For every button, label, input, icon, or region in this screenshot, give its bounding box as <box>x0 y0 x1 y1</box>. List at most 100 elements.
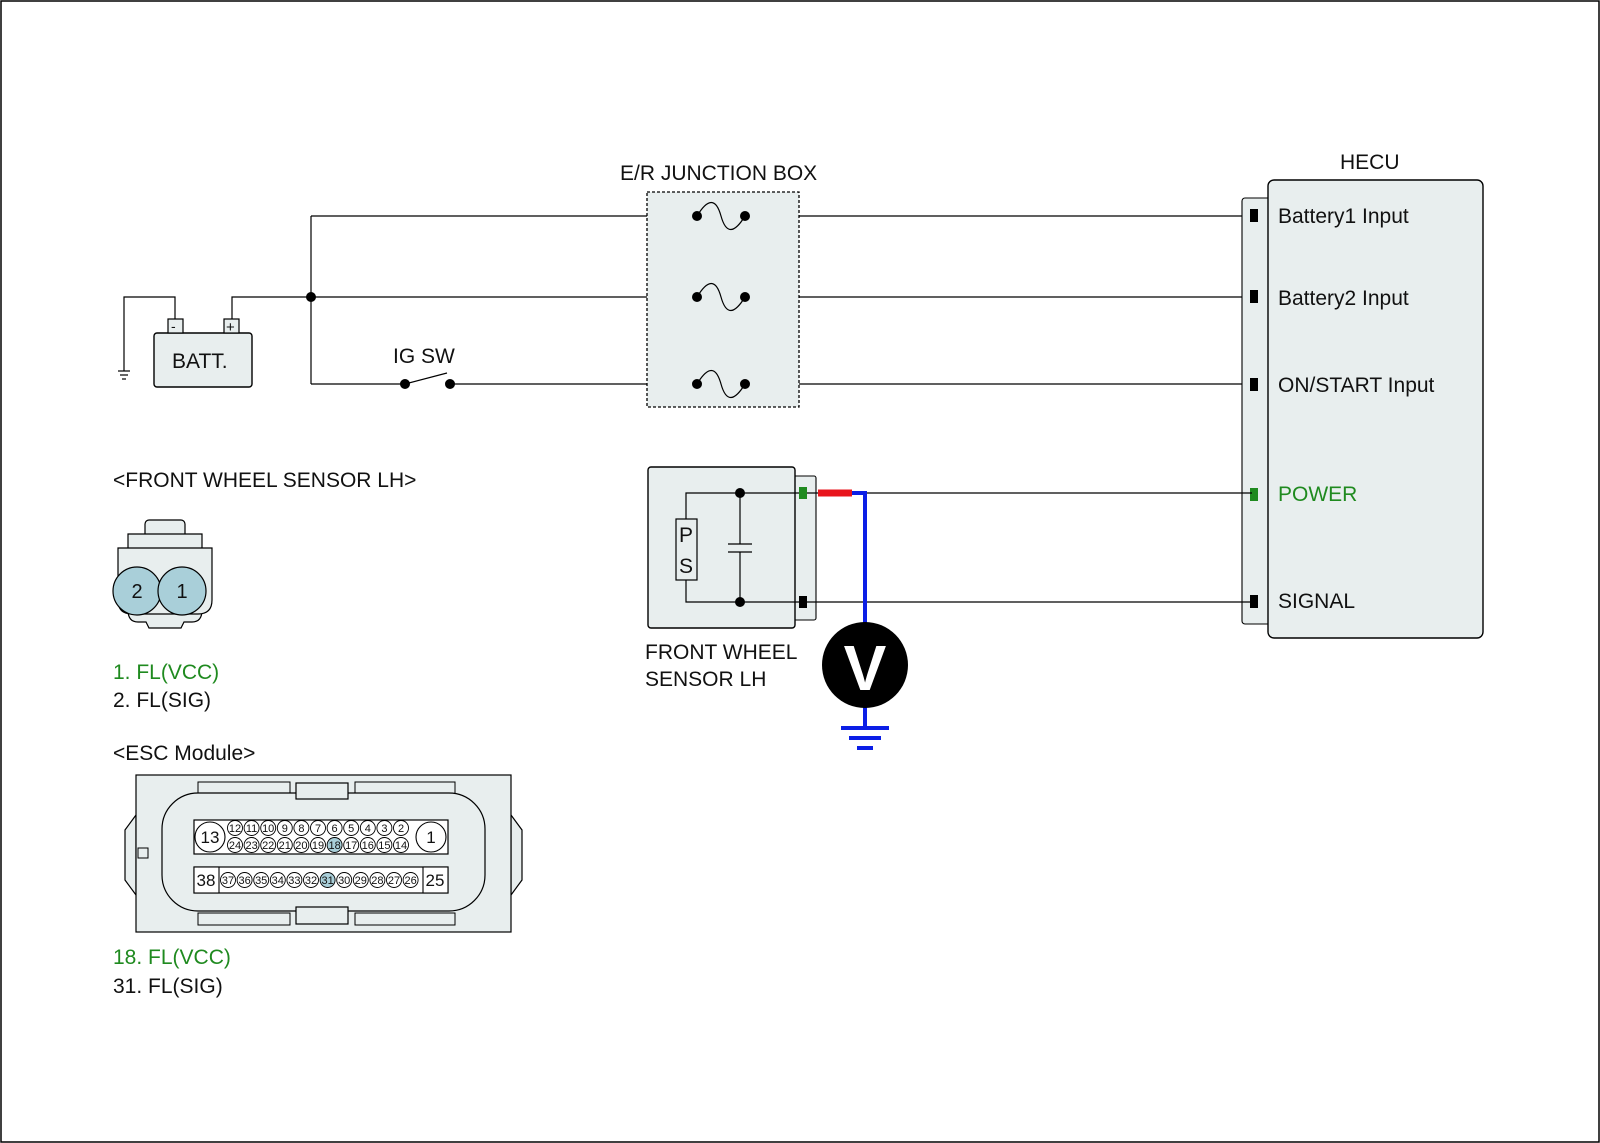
esc-pin-1-label: 1 <box>426 828 435 847</box>
hecu-pin-battery2 <box>1250 290 1258 303</box>
esc-pin-25-label: 25 <box>426 871 445 890</box>
esc-pin-6-label: 6 <box>332 823 338 835</box>
esc-right-tab <box>510 813 523 897</box>
battery-ground-wire <box>123 296 176 371</box>
hecu-pin-power <box>1250 488 1258 501</box>
esc-pin-8-label: 8 <box>298 823 304 835</box>
battery: - + BATT. <box>153 318 253 388</box>
esc-pin-30 <box>336 872 353 888</box>
esc-pin-16-label: 16 <box>362 840 374 852</box>
esc-pin-31 <box>319 872 336 888</box>
esc-pin-5 <box>343 820 360 836</box>
esc-pin-21 <box>276 837 293 853</box>
sensor-ps-element <box>675 518 698 581</box>
front-connector-pin-2-label: 2 <box>131 581 142 603</box>
sensor-label-line1: FRONT WHEEL <box>645 641 797 664</box>
battery-label: BATT. <box>172 350 228 373</box>
esc-pin-32-label: 32 <box>305 875 317 887</box>
hecu-on-start-label: ON/START Input <box>1278 374 1435 397</box>
fuse-1 <box>692 201 750 231</box>
esc-pin-36 <box>236 872 253 888</box>
junction-box-outline <box>646 191 800 408</box>
front-sensor-connector: 2 1 <box>112 519 213 629</box>
esc-legend-vcc: 18. FL(VCC) <box>113 946 231 969</box>
sensor-pin-power <box>799 487 807 499</box>
battery-negative-terminal <box>167 318 184 334</box>
fuse-3 <box>692 369 750 399</box>
esc-pin-37-label: 37 <box>222 875 234 887</box>
front-connector-pin-1-label: 1 <box>176 581 187 603</box>
esc-pin-18-label: 18 <box>328 840 340 852</box>
esc-pin-8 <box>293 820 310 836</box>
esc-pin-26-label: 26 <box>404 875 416 887</box>
esc-pin-28-label: 28 <box>371 875 383 887</box>
voltmeter: V <box>818 489 908 750</box>
hecu-signal-label: SIGNAL <box>1278 590 1355 613</box>
hecu-power-label: POWER <box>1278 483 1357 506</box>
hecu-label: HECU <box>1340 151 1400 174</box>
junction-box: E/R JUNCTION BOX <box>620 162 817 408</box>
esc-pin-33 <box>286 872 303 888</box>
battery-neg-sign: - <box>171 318 176 334</box>
esc-pin-7-label: 7 <box>315 823 321 835</box>
battery-ground-symbol <box>118 370 130 380</box>
esc-pin-17 <box>343 837 360 853</box>
voltmeter-ground-icon <box>841 726 889 750</box>
esc-legend-sig: 31. FL(SIG) <box>113 975 223 998</box>
esc-bottom-key <box>295 906 349 925</box>
hecu-pin-signal <box>1250 595 1258 608</box>
esc-pin-5-label: 5 <box>348 823 354 835</box>
sensor-pin-signal <box>799 596 807 608</box>
esc-pin-34 <box>269 872 286 888</box>
esc-pin-34-label: 34 <box>272 875 284 887</box>
esc-pin-23 <box>243 837 260 853</box>
esc-pin-30-label: 30 <box>338 875 350 887</box>
esc-pin-28 <box>369 872 386 888</box>
hecu-pin-on-start <box>1250 378 1258 391</box>
esc-pin-29 <box>352 872 369 888</box>
esc-pin-12-label: 12 <box>229 823 241 835</box>
esc-pin-22 <box>260 837 277 853</box>
esc-pin-19-label: 19 <box>312 840 324 852</box>
esc-pin-12 <box>227 820 243 836</box>
sensor-symbol-p: P <box>679 524 693 547</box>
sensor-body <box>647 466 796 629</box>
esc-pin-9-label: 9 <box>282 823 288 835</box>
ig-switch: IG SW <box>393 345 455 389</box>
fuse-2 <box>692 282 750 312</box>
esc-pin-38 <box>193 866 220 894</box>
esc-pin-3-label: 3 <box>381 823 387 835</box>
esc-pin-14-label: 14 <box>395 840 407 852</box>
esc-pin-1 <box>415 821 447 853</box>
esc-pin-4 <box>359 820 376 836</box>
esc-pin-11-label: 11 <box>246 823 257 835</box>
esc-pin-6 <box>326 820 343 836</box>
esc-pin-10 <box>260 820 277 836</box>
esc-pin-4-label: 4 <box>365 823 371 835</box>
esc-pin-21-label: 21 <box>279 840 291 852</box>
esc-pin-14 <box>393 837 409 853</box>
esc-pin-17-label: 17 <box>345 840 357 852</box>
esc-pin-2-label: 2 <box>398 823 404 835</box>
esc-module-title: <ESC Module> <box>113 742 255 765</box>
esc-pin-9 <box>276 820 293 836</box>
esc-pin-23-label: 23 <box>245 840 257 852</box>
esc-pin-15 <box>376 837 393 853</box>
esc-pin-19 <box>310 837 326 853</box>
sensor-symbol-s: S <box>679 555 693 578</box>
front-connector-pin-1 <box>157 566 207 616</box>
probe-blue-lead <box>852 491 867 626</box>
sensor-label-line2: SENSOR LH <box>645 668 766 691</box>
hecu-body <box>1267 179 1484 639</box>
esc-pin-13-label: 13 <box>201 828 220 847</box>
battery-positive-terminal <box>223 318 240 334</box>
esc-pin-13 <box>194 821 226 853</box>
esc-pin-18 <box>326 837 343 853</box>
esc-pin-24 <box>227 837 243 853</box>
esc-pin-15-label: 15 <box>378 840 390 852</box>
esc-pin-29-label: 29 <box>355 875 367 887</box>
esc-pin-16 <box>359 837 376 853</box>
